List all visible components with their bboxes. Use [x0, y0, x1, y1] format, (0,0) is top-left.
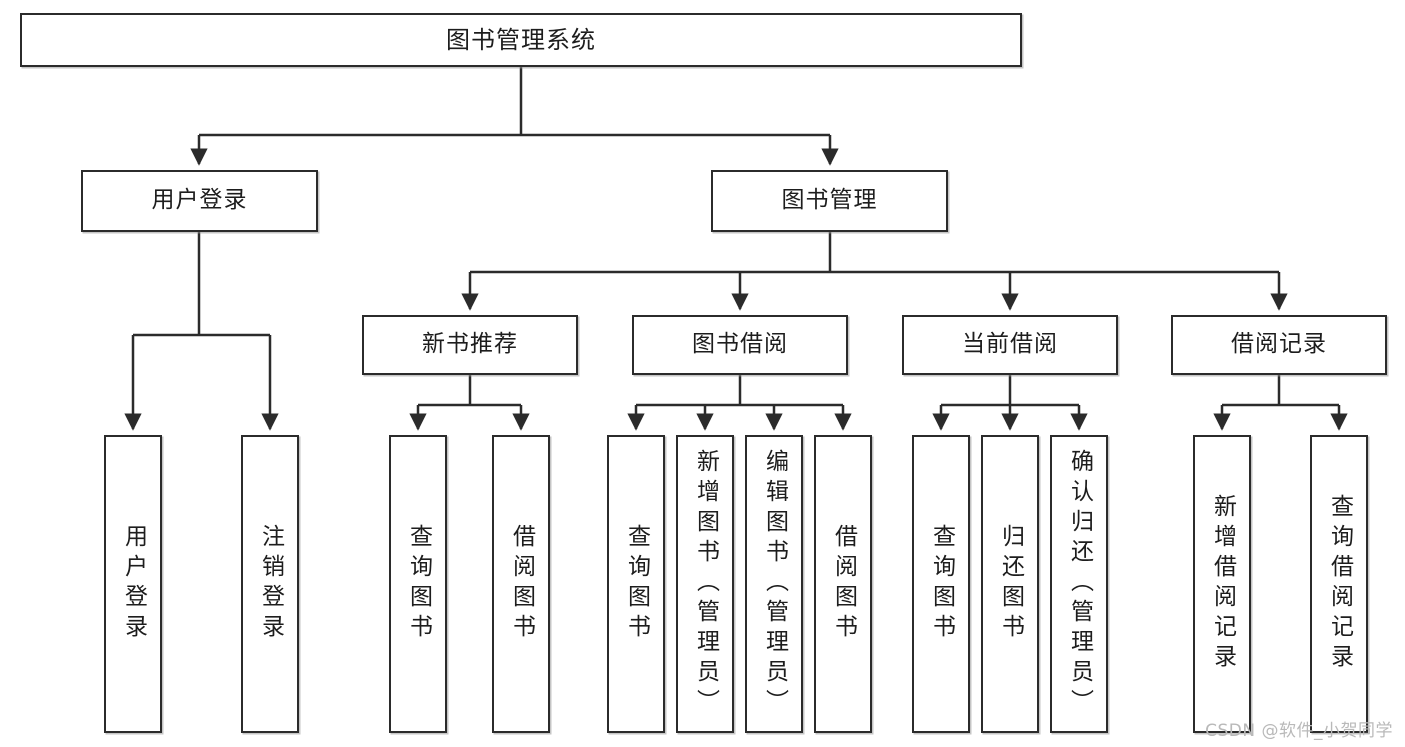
- node-label: 新增图书（管理员）: [692, 449, 719, 719]
- node-label: 图书管理: [781, 187, 878, 214]
- node-label: 查询借阅记录: [1326, 494, 1353, 674]
- leaf-user-login-signin[interactable]: 用户登录: [104, 435, 162, 733]
- node-label: 归还图书: [997, 524, 1024, 644]
- node-new-book-recommendation[interactable]: 新书推荐: [362, 315, 578, 375]
- node-label: 查询图书: [623, 524, 650, 644]
- node-label: 新增借阅记录: [1209, 494, 1236, 674]
- node-label: 编辑图书（管理员）: [761, 449, 788, 719]
- leaf-new-book-query-books[interactable]: 查询图书: [389, 435, 447, 733]
- node-label: 图书借阅: [692, 331, 788, 358]
- node-user-login[interactable]: 用户登录: [81, 170, 318, 232]
- leaf-borrow-record-query-record[interactable]: 查询借阅记录: [1310, 435, 1368, 733]
- watermark: CSDN @软件_小贺同学: [1205, 721, 1393, 741]
- node-label: 用户登录: [151, 187, 248, 214]
- node-label: 借阅图书: [508, 524, 535, 644]
- leaf-book-borrow-borrow-books[interactable]: 借阅图书: [814, 435, 872, 733]
- leaf-new-book-borrow-books[interactable]: 借阅图书: [492, 435, 550, 733]
- node-label: 用户登录: [120, 524, 147, 644]
- node-root-book-management-system[interactable]: 图书管理系统: [20, 13, 1022, 67]
- leaf-book-borrow-query-books[interactable]: 查询图书: [607, 435, 665, 733]
- leaf-current-borrow-return-books[interactable]: 归还图书: [981, 435, 1039, 733]
- node-label: 当前借阅: [962, 331, 1058, 358]
- node-label: 注销登录: [257, 524, 284, 644]
- leaf-user-login-signout[interactable]: 注销登录: [241, 435, 299, 733]
- node-label: 借阅图书: [830, 524, 857, 644]
- leaf-current-borrow-query-books[interactable]: 查询图书: [912, 435, 970, 733]
- node-current-borrowing[interactable]: 当前借阅: [902, 315, 1118, 375]
- node-label: 新书推荐: [422, 331, 518, 358]
- node-book-management[interactable]: 图书管理: [711, 170, 948, 232]
- node-label: 查询图书: [405, 524, 432, 644]
- leaf-current-borrow-confirm-return-admin[interactable]: 确认归还（管理员）: [1050, 435, 1108, 733]
- node-label: 查询图书: [928, 524, 955, 644]
- node-borrowing-record[interactable]: 借阅记录: [1171, 315, 1387, 375]
- leaf-borrow-record-add-record[interactable]: 新增借阅记录: [1193, 435, 1251, 733]
- node-label: 图书管理系统: [446, 25, 596, 54]
- leaf-book-borrow-edit-book-admin[interactable]: 编辑图书（管理员）: [745, 435, 803, 733]
- node-book-borrowing[interactable]: 图书借阅: [632, 315, 848, 375]
- node-label: 借阅记录: [1231, 331, 1327, 358]
- node-label: 确认归还（管理员）: [1066, 449, 1093, 719]
- leaf-book-borrow-add-book-admin[interactable]: 新增图书（管理员）: [676, 435, 734, 733]
